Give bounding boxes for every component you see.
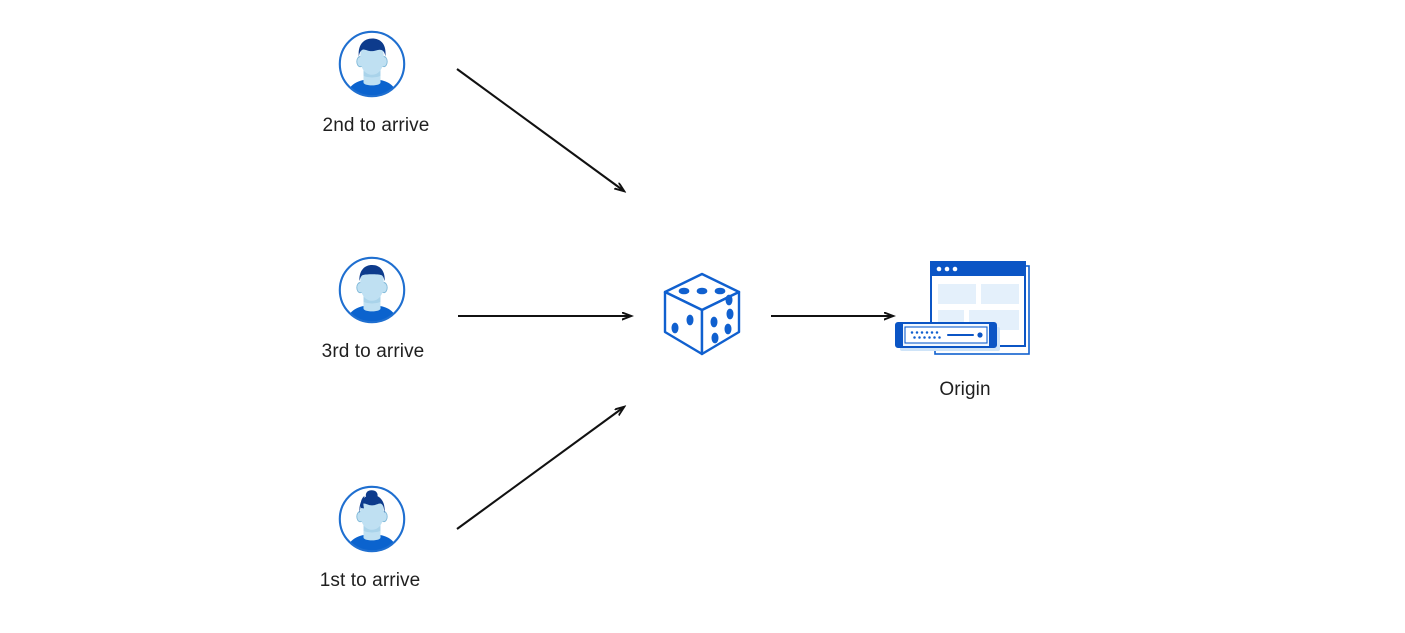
user-avatar-icon bbox=[338, 30, 406, 98]
dice-cube-icon bbox=[663, 272, 741, 356]
node-client-1st[interactable] bbox=[337, 484, 407, 559]
node-label-origin: Origin bbox=[939, 379, 991, 400]
node-label-client-1st: 1st to arrive bbox=[319, 570, 421, 591]
node-label-client-3rd: 3rd to arrive bbox=[321, 341, 425, 362]
node-client-2nd[interactable] bbox=[337, 29, 407, 104]
node-label-client-2nd: 2nd to arrive bbox=[322, 115, 430, 136]
user-avatar-icon bbox=[338, 256, 406, 324]
origin-server-icon bbox=[895, 261, 1030, 355]
window-dot-icon bbox=[952, 266, 958, 272]
node-origin[interactable] bbox=[893, 254, 1038, 369]
window-dot-icon bbox=[936, 266, 942, 272]
node-dice[interactable] bbox=[660, 270, 744, 363]
window-dot-icon bbox=[944, 266, 950, 272]
user-avatar-icon bbox=[338, 485, 406, 553]
node-client-3rd[interactable] bbox=[337, 255, 407, 330]
arrow-1st-to-dice bbox=[456, 407, 624, 530]
